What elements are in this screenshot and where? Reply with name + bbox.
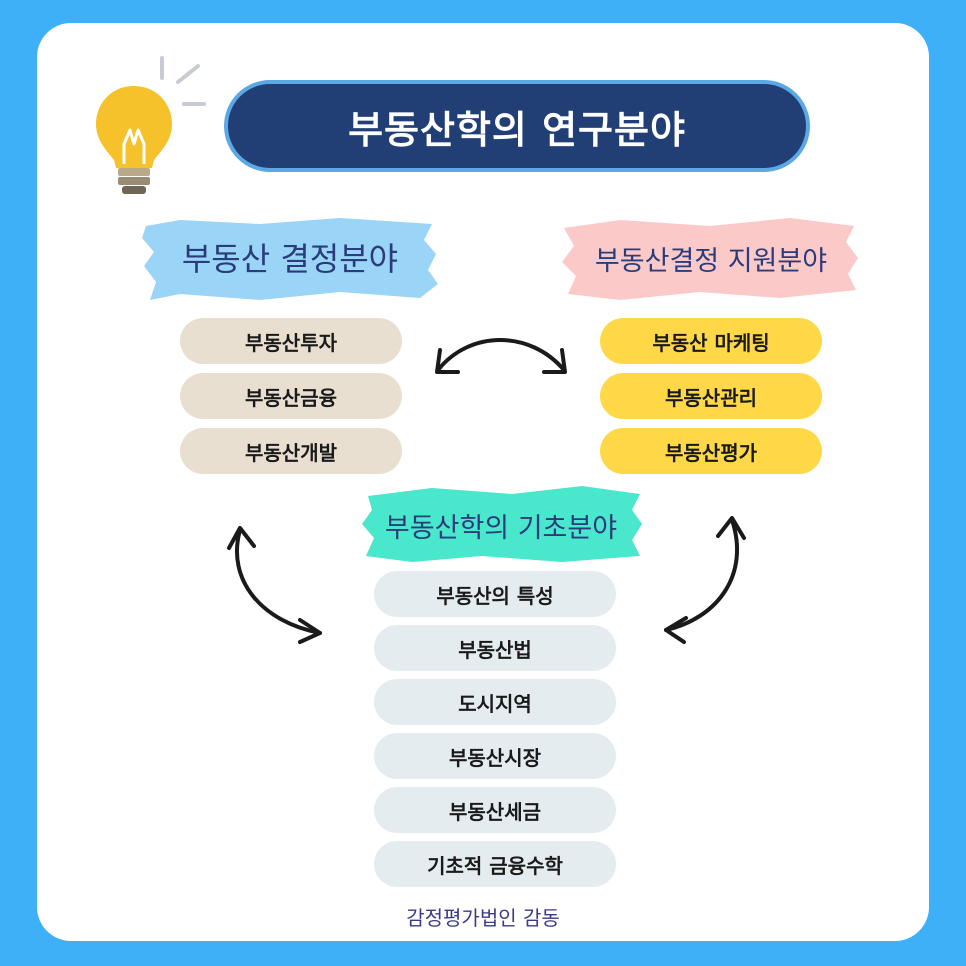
basic-item: 부동산세금: [374, 787, 616, 833]
decision-heading: 부동산 결정분야: [181, 240, 399, 278]
support-item: 부동산평가: [600, 428, 822, 474]
support-heading: 부동산결정 지원분야: [594, 245, 828, 277]
support-item: 부동산 마케팅: [600, 318, 822, 364]
decision-brush: [142, 218, 438, 300]
lightbulb-icon: [96, 56, 206, 194]
decision-item: 부동산개발: [180, 428, 402, 474]
basic-item: 기초적 금융수학: [374, 841, 616, 887]
footer-credit: 감정평가법인 감동: [406, 906, 560, 930]
basic-brush: [362, 486, 642, 562]
support-brush: [562, 218, 858, 300]
support-item: 부동산관리: [600, 373, 822, 419]
basic-heading: 부동산학의 기초분야: [384, 512, 618, 544]
basic-item: 도시지역: [374, 679, 616, 725]
basic-item: 부동산법: [374, 625, 616, 671]
decision-item: 부동산금융: [180, 373, 402, 419]
basic-item: 부동산의 특성: [374, 571, 616, 617]
page-title: 부동산학의 연구분야: [224, 80, 810, 172]
basic-item: 부동산시장: [374, 733, 616, 779]
decision-item: 부동산투자: [180, 318, 402, 364]
